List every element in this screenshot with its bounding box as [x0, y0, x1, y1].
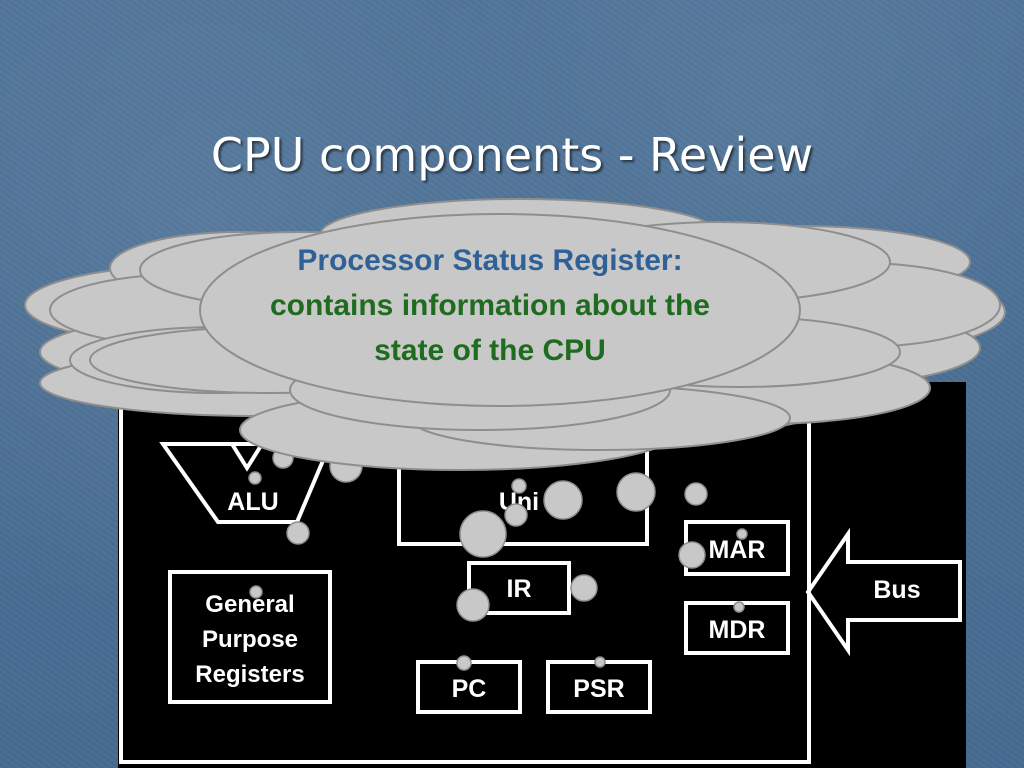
gpr-box: [168, 570, 332, 704]
bubble: [459, 510, 507, 558]
bubble: [248, 471, 262, 485]
bubble: [616, 472, 656, 512]
callout-body-line-2: state of the CPU: [374, 334, 606, 367]
mar-label: MAR: [709, 536, 766, 564]
bubble: [678, 541, 706, 569]
bubble: [736, 528, 748, 540]
ir-box: [467, 561, 571, 615]
bubble: [249, 585, 263, 599]
thought-bubbles: [248, 447, 748, 671]
mdr-label: MDR: [709, 616, 766, 644]
bubble: [594, 656, 606, 668]
bubble: [684, 482, 708, 506]
alu-label: ALU: [227, 488, 278, 516]
bubble: [456, 655, 472, 671]
bubble: [286, 521, 310, 545]
callout-heading: Processor Status Register:: [297, 244, 683, 277]
thought-cloud-front: [89, 213, 901, 431]
callout-body-line-1: contains information about the: [270, 289, 710, 322]
bubble: [733, 601, 745, 613]
slide-title: CPU components - Review: [210, 128, 814, 182]
bubble: [543, 480, 583, 520]
ir-label: IR: [507, 575, 532, 603]
bubble: [511, 478, 527, 494]
gpr-label-line-1: General: [205, 591, 294, 618]
psr-label: PSR: [573, 675, 624, 703]
pc-label: PC: [452, 675, 487, 703]
gpr-label-line-2: Purpose: [202, 626, 298, 653]
gpr-label-line-3: Registers: [195, 661, 304, 688]
bus-label: Bus: [873, 576, 920, 604]
bubble: [456, 588, 490, 622]
callout: Processor Status Register: contains info…: [200, 238, 780, 373]
alu-notch: [230, 442, 264, 472]
bus-arrow: [805, 527, 962, 657]
bubble: [570, 574, 598, 602]
bubble: [504, 503, 528, 527]
